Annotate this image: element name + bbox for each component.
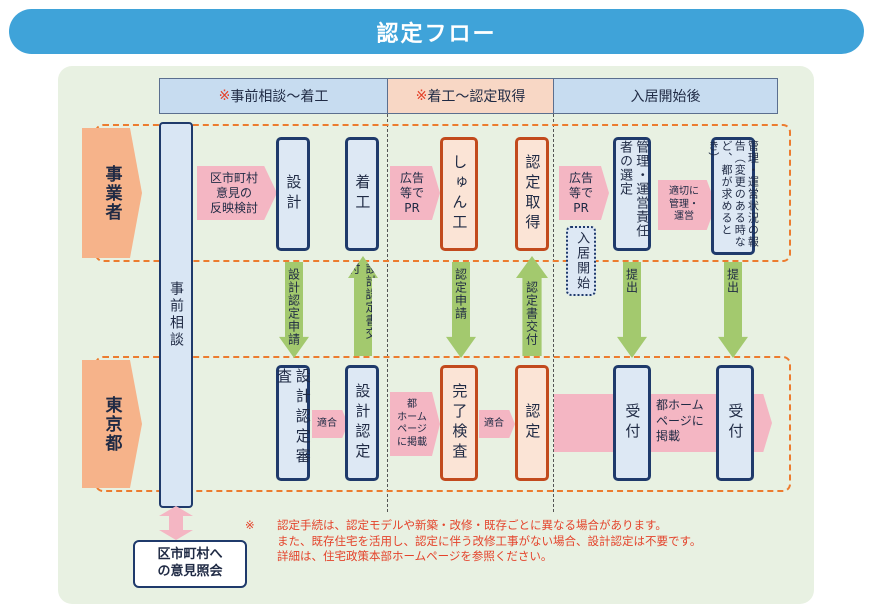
receive-box-1: 受付 xyxy=(613,365,651,481)
reflect-arrow: 区市町村 意見の 反映検討 xyxy=(197,166,277,220)
proper-management-arrow: 適切に 管理・ 運営 xyxy=(658,180,716,230)
phase-label: 入居開始後 xyxy=(630,89,701,105)
phase-header-3: 入居開始後 xyxy=(553,78,778,114)
footnote-mark: ※ xyxy=(245,518,255,532)
phase-separator xyxy=(387,114,388,512)
fit-arrow-1: 適合 xyxy=(312,410,348,438)
actor-tokyo: 東京都 xyxy=(82,360,142,488)
page-title: 認定フロー xyxy=(9,9,864,54)
phase-header-1: ※事前相談〜着工 xyxy=(159,78,388,114)
ad-arrow-2: 広告 等で PR xyxy=(559,166,609,220)
fit-arrow-2: 適合 xyxy=(479,410,515,438)
cert-box: 認定 xyxy=(515,365,549,481)
acquire-cert-box: 認定取得 xyxy=(515,137,549,251)
phase-mark: ※ xyxy=(218,88,231,104)
receive-box-2: 受付 xyxy=(716,365,754,481)
design-box: 設計 xyxy=(276,137,310,251)
phase-separator xyxy=(553,114,554,512)
ad-arrow-1: 広告 等で PR xyxy=(390,166,440,220)
phase-label: 着工〜認定取得 xyxy=(427,89,526,105)
footnote-line: また、既存住宅を活用し、認定に伴う改修工事がない場合、設計認定は不要です。 xyxy=(277,533,702,548)
design-cert-box: 設計認定 xyxy=(345,365,379,481)
footnote-line: 認定手続は、認定モデルや新築・改修・既存ごとに異なる場合があります。 xyxy=(277,518,667,532)
hp-arrow-2: 都ホーム ページに 掲載 xyxy=(656,398,704,444)
move-in-box: 入居開始 xyxy=(566,226,596,296)
hp-arrow-1: 都 ホーム ページ に掲載 xyxy=(390,392,440,456)
pre-consultation: 事前相談 xyxy=(159,122,193,508)
footnote-line: 詳細は、住宅政策本部ホームページを参照ください。 xyxy=(277,549,553,564)
phase-mark: ※ xyxy=(415,88,428,104)
phase-header-2: ※着工〜認定取得 xyxy=(387,78,554,114)
footnote: ※ 認定手続は、認定モデルや新築・改修・既存ごとに異なる場合があります。 また、… xyxy=(245,518,702,565)
report-box: 管理・運営状況の報告（変更のある時など、都が求めるとき） xyxy=(707,137,759,255)
design-review-box: 設計認定審査 xyxy=(275,365,312,481)
manager-selection-box: 管理・運営責任者の選定 xyxy=(613,137,651,251)
phase-label: 事前相談〜着工 xyxy=(230,89,329,105)
actor-business: 事業者 xyxy=(82,128,142,258)
inquiry-box: 区市町村へ の意見照会 xyxy=(133,540,247,588)
start-construction-box: 着工 xyxy=(345,137,379,251)
completion-box: しゅん工 xyxy=(440,137,478,251)
inspection-box: 完了検査 xyxy=(440,365,478,481)
inquiry-double-arrow xyxy=(159,506,193,540)
